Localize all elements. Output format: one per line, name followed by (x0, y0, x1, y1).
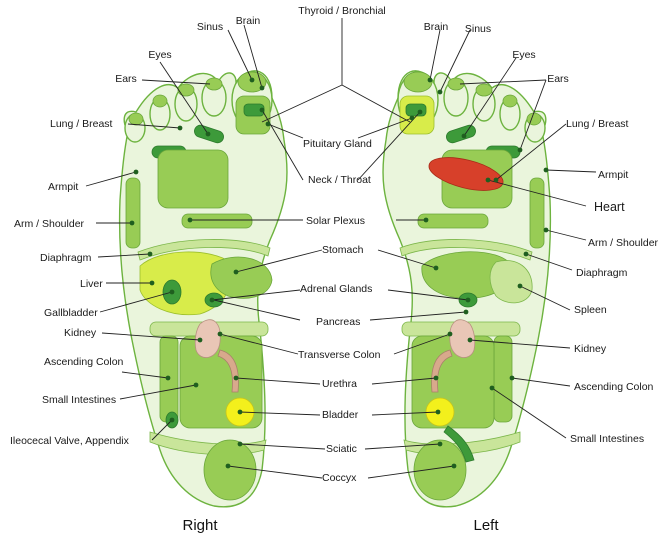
label-right-small-intestines: Small Intestines (42, 394, 116, 406)
label-left-heart: Heart (594, 200, 625, 214)
left-ascending-colon-zone (494, 336, 512, 422)
label-left-spleen: Spleen (574, 304, 607, 316)
label-right-arm-shoulder: Arm / Shoulder (14, 218, 85, 230)
label-left-arm-shoulder: Arm / Shoulder (588, 237, 659, 249)
label-right-armpit: Armpit (48, 181, 78, 193)
label-right-diaphragm: Diaphragm (40, 252, 92, 264)
left-sinus-tip-4 (503, 95, 517, 107)
label-thyroid-bronchial: Thyroid / Bronchial (298, 5, 386, 17)
label-pancreas: Pancreas (316, 316, 360, 328)
label-left-brain: Brain (424, 21, 449, 33)
label-right-eyes: Eyes (148, 49, 171, 61)
label-stomach: Stomach (322, 244, 364, 256)
label-urethra: Urethra (322, 378, 357, 390)
label-solar-plexus: Solar Plexus (306, 215, 365, 227)
left-neck-zone (406, 104, 426, 116)
left-solar-plexus-zone (418, 214, 488, 228)
label-bladder: Bladder (322, 409, 359, 421)
label-left-diaphragm: Diaphragm (576, 267, 628, 279)
label-adrenal-glands: Adrenal Glands (300, 283, 372, 295)
right-coccyx-zone (204, 440, 256, 500)
right-foot (120, 71, 287, 507)
right-solar-plexus-zone (182, 214, 252, 228)
label-right-lung-breast: Lung / Breast (50, 118, 113, 130)
left-sinus-tip-5 (527, 113, 541, 125)
label-sciatic: Sciatic (326, 443, 357, 455)
label-coccyx: Coccyx (322, 472, 357, 484)
label-left-eyes: Eyes (512, 49, 535, 61)
left-sinus-tip-3 (476, 84, 492, 96)
label-pituitary-gland: Pituitary Gland (303, 138, 372, 150)
title-right-foot: Right (182, 517, 218, 534)
right-sinus-tip-5 (129, 113, 143, 125)
left-brain-zone (404, 72, 432, 92)
label-right-gallbladder: Gallbladder (44, 307, 98, 319)
label-left-ears: Ears (547, 73, 569, 85)
right-arm-shoulder-zone (126, 178, 140, 248)
label-right-ears: Ears (115, 73, 137, 85)
label-left-small-intestines: Small Intestines (570, 433, 644, 445)
label-left-sinus: Sinus (465, 23, 491, 35)
label-left-ascending-colon: Ascending Colon (574, 381, 654, 393)
left-arm-shoulder-zone (530, 178, 544, 248)
left-coccyx-zone (414, 440, 466, 500)
label-right-sinus: Sinus (197, 21, 223, 33)
labels: Thyroid / Bronchial Sinus Brain Eyes Ear… (10, 5, 659, 534)
label-left-kidney: Kidney (574, 343, 607, 355)
right-lung-zone (158, 150, 228, 208)
right-sinus-tip-4 (153, 95, 167, 107)
label-right-kidney: Kidney (64, 327, 97, 339)
label-transverse-colon: Transverse Colon (298, 349, 381, 361)
label-left-lung-breast: Lung / Breast (566, 118, 629, 130)
label-neck-throat: Neck / Throat (308, 174, 371, 186)
right-sinus-tip-3 (178, 84, 194, 96)
label-right-ileocecal: Ileocecal Valve, Appendix (10, 435, 130, 447)
label-right-liver: Liver (80, 278, 103, 290)
label-right-ascending-colon: Ascending Colon (44, 356, 124, 368)
label-left-armpit: Armpit (598, 169, 628, 181)
label-right-brain: Brain (236, 15, 261, 27)
title-left-foot: Left (473, 517, 499, 534)
